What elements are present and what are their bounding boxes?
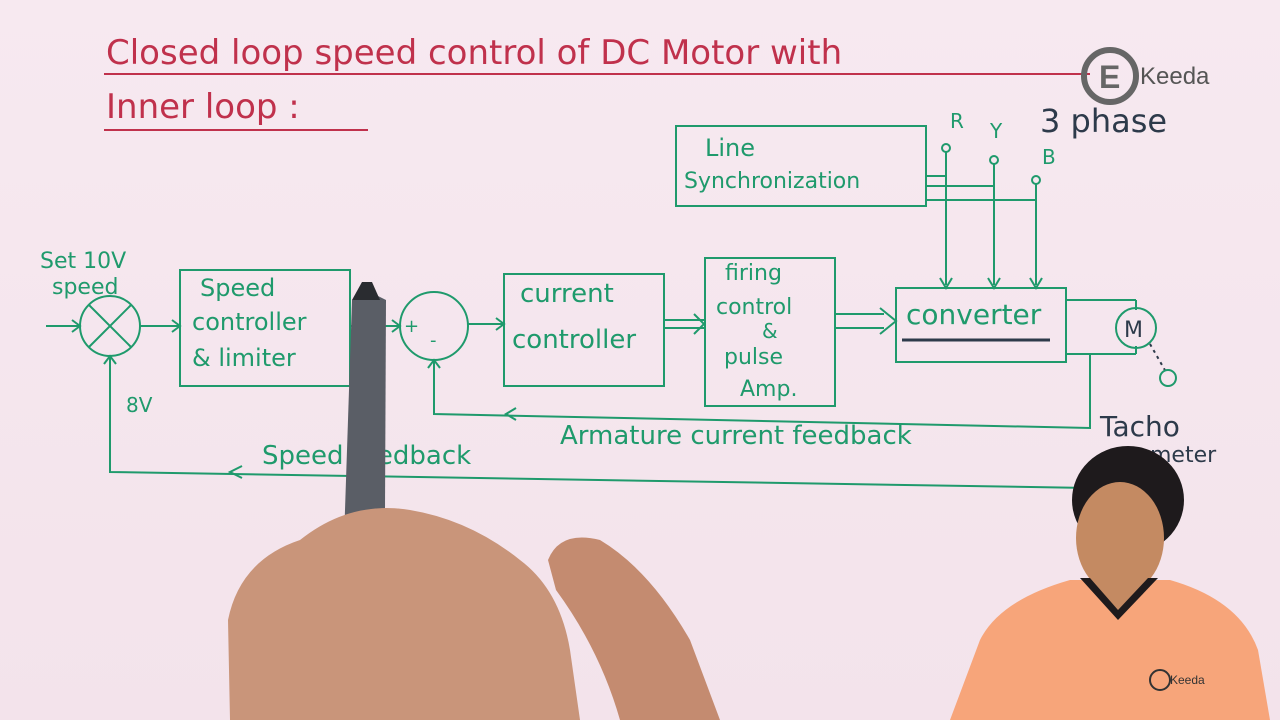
shirt-logo: Keeda — [1170, 673, 1205, 687]
current-controller-label-2: controller — [512, 325, 636, 355]
voltage-8v-label: 8V — [126, 393, 153, 417]
phase-r: R — [950, 109, 964, 133]
firing-label-4: pulse — [724, 345, 783, 370]
phase-b: B — [1042, 145, 1056, 169]
tacho-label-1: Tacho — [1099, 410, 1180, 443]
sum-plus: + — [404, 316, 419, 337]
supply-label: 3 phase — [1040, 102, 1167, 140]
speed-controller-label-3: & limiter — [192, 344, 296, 372]
tacho-link — [1149, 343, 1177, 387]
set-speed-label-1: Set 10V — [40, 249, 126, 274]
current-controller-label-1: current — [520, 279, 614, 309]
speed-controller-label-1: Speed — [200, 274, 275, 302]
speed-controller-block — [179, 269, 351, 387]
motor-label: M — [1124, 318, 1143, 343]
line-sync-block — [675, 125, 927, 207]
firing-label-5: Amp. — [740, 377, 797, 402]
line-sync-label-1: Line — [705, 134, 755, 162]
logo-text: Keeda — [1140, 63, 1210, 90]
arrow-current-to-firing — [664, 313, 706, 335]
firing-label-1: firing — [725, 261, 782, 286]
phase-y: Y — [989, 119, 1003, 143]
phase-lines — [926, 143, 1043, 290]
hand-with-pen — [228, 282, 720, 720]
title-line2: Inner loop : — [106, 87, 300, 127]
sum-minus: - — [430, 330, 437, 351]
line-sync-label-2: Synchronization — [684, 169, 860, 194]
arrow-firing-to-converter — [835, 307, 898, 335]
armature-feedback-label: Armature current feedback — [560, 421, 912, 451]
speed-feedback-path — [103, 354, 1091, 489]
current-controller-block — [503, 273, 665, 387]
summing-junction-speed — [46, 295, 182, 357]
converter-label: converter — [906, 298, 1042, 331]
title-line1: Closed loop speed control of DC Motor wi… — [106, 33, 842, 73]
motor — [1066, 299, 1157, 355]
firing-label-3: & — [762, 319, 778, 343]
converter-block — [895, 287, 1067, 363]
speed-controller-label-2: controller — [192, 308, 307, 336]
firing-control-block — [704, 257, 836, 407]
armature-feedback-path — [427, 354, 1091, 430]
ekeeda-logo: E Keeda — [1081, 47, 1210, 105]
firing-label-2: control — [716, 295, 792, 320]
logo-letter: E — [1099, 59, 1120, 95]
presenter: Keeda — [950, 446, 1270, 720]
